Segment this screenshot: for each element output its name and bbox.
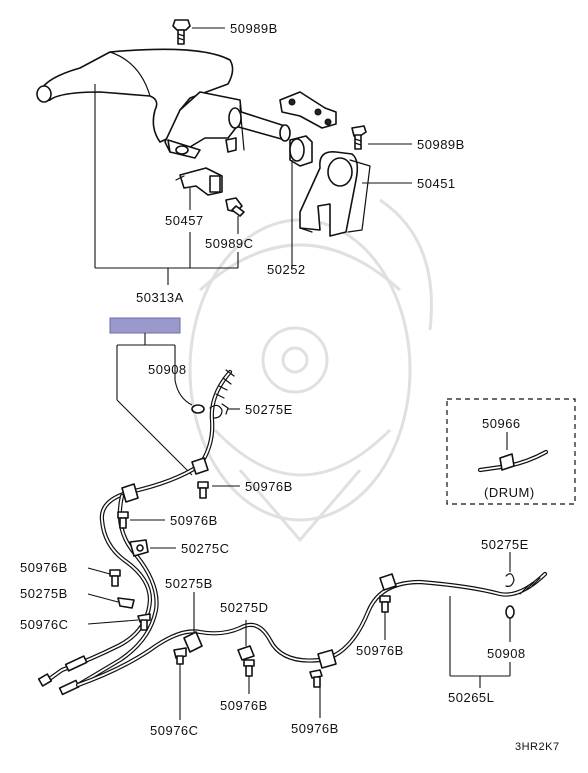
grommet-50908-top-icon bbox=[191, 404, 205, 414]
label-clip-50457: 50457 bbox=[165, 213, 204, 228]
diagram-code: 3HR2K7 bbox=[515, 741, 560, 753]
label-lever-assy: 50313A bbox=[136, 290, 184, 305]
label-clip-50275b-mid: 50275B bbox=[165, 576, 213, 591]
cable-clip-icon bbox=[121, 483, 139, 503]
clip-50275e-right-icon bbox=[505, 573, 515, 587]
bolt-50976c-left-icon bbox=[137, 613, 151, 631]
clip-50275e-top-icon bbox=[209, 403, 229, 419]
label-bolt-right: 50989B bbox=[417, 137, 465, 152]
front-cable bbox=[116, 333, 193, 476]
right-cable-icon bbox=[75, 571, 548, 688]
label-bolt-top: 50989B bbox=[230, 21, 278, 36]
bracket-50451-icon bbox=[299, 151, 371, 237]
cable-50265l-bracket-lines bbox=[449, 596, 511, 688]
bolt-50976b-2-icon bbox=[117, 511, 129, 529]
label-bolt-50976c-left: 50976C bbox=[20, 617, 69, 632]
bolt-50976b-1-icon bbox=[197, 481, 209, 499]
label-clip-50275c: 50275C bbox=[181, 541, 230, 556]
label-clip-50275b-left: 50275B bbox=[20, 586, 68, 601]
clip-50275b-left-icon bbox=[117, 597, 135, 609]
grommet-50908-right-icon bbox=[505, 605, 515, 619]
label-grommet-50908-right: 50908 bbox=[487, 646, 526, 661]
label-grommet-50908-top: 50908 bbox=[148, 362, 187, 377]
bushing-50252-icon bbox=[289, 135, 313, 167]
label-clip-50275e-right: 50275E bbox=[481, 537, 529, 552]
label-bracket-50451: 50451 bbox=[417, 176, 456, 191]
bolt-50976b-bottom1-icon bbox=[243, 659, 255, 677]
label-drum-part: 50966 bbox=[482, 416, 521, 431]
bolt-50989b-right-icon bbox=[351, 125, 367, 150]
clip-50275b-mid-icon bbox=[183, 631, 203, 653]
label-bushing-50252: 50252 bbox=[267, 262, 306, 277]
bolt-50976c-bottom-icon bbox=[173, 647, 187, 665]
label-bolt-50976b-left: 50976B bbox=[20, 560, 68, 575]
bolt-50989b-top-icon bbox=[172, 19, 191, 45]
drum-inset: 50966 (DRUM) bbox=[446, 398, 576, 505]
label-bolt-50976b-2: 50976B bbox=[170, 513, 218, 528]
bolt-50976b-right-icon bbox=[379, 595, 391, 613]
bolt-50989c-icon bbox=[225, 197, 245, 217]
label-bolt-50989c: 50989C bbox=[205, 236, 254, 251]
label-bolt-50976b-1: 50976B bbox=[245, 479, 293, 494]
leader-line bbox=[87, 619, 139, 625]
highlighted-part-number[interactable] bbox=[109, 317, 181, 334]
label-bolt-50976b-bottom2: 50976B bbox=[291, 721, 339, 736]
clip-50275c-icon bbox=[129, 539, 149, 557]
leader-line bbox=[87, 593, 119, 603]
label-cable-50265l: 50265L bbox=[448, 690, 494, 705]
clip-50457-icon bbox=[175, 167, 223, 196]
label-bolt-50976c-bottom: 50976C bbox=[150, 723, 199, 738]
bolt-50976b-left-icon bbox=[109, 569, 121, 587]
cable-clip-icon bbox=[191, 457, 209, 475]
label-clip-50275d: 50275D bbox=[220, 600, 269, 615]
lever-assembly bbox=[36, 48, 337, 159]
left-cable-2-icon bbox=[58, 493, 159, 696]
label-drum: (DRUM) bbox=[484, 485, 535, 500]
leader-line bbox=[87, 567, 111, 575]
left-cable-icon bbox=[37, 369, 235, 687]
bolt-50976b-bottom2-icon bbox=[309, 669, 323, 688]
clip-50275d-icon bbox=[237, 645, 255, 661]
label-bolt-50976b-bottom1: 50976B bbox=[220, 698, 268, 713]
label-bolt-50976b-right: 50976B bbox=[356, 643, 404, 658]
label-clip-50275e-top: 50275E bbox=[245, 402, 293, 417]
assembly-bracket-lines bbox=[94, 84, 239, 285]
